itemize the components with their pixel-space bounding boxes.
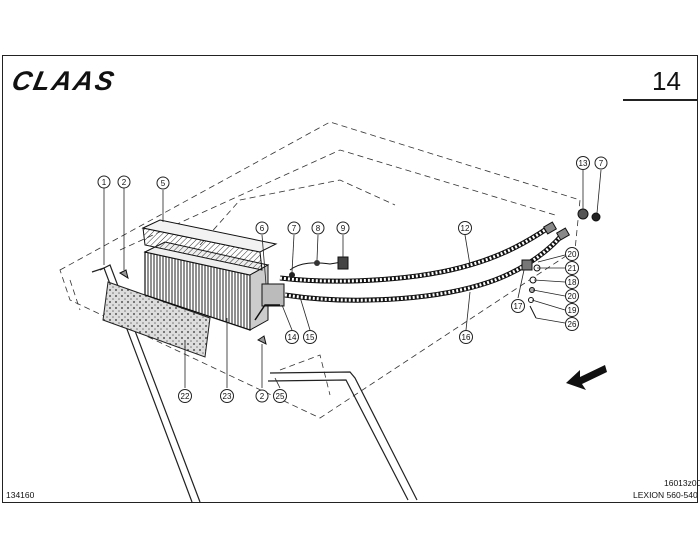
switch-cable bbox=[289, 261, 343, 271]
svg-text:13: 13 bbox=[579, 159, 588, 168]
callout-2a: 2 bbox=[117, 175, 131, 189]
svg-text:19: 19 bbox=[568, 306, 577, 315]
direction-arrow bbox=[566, 365, 607, 390]
svg-text:26: 26 bbox=[568, 320, 577, 329]
callout-17: 17 bbox=[511, 299, 525, 313]
hoses bbox=[279, 225, 564, 303]
callout-9: 9 bbox=[336, 221, 350, 235]
callout-14: 14 bbox=[285, 330, 299, 344]
svg-text:21: 21 bbox=[568, 264, 577, 273]
svg-text:15: 15 bbox=[306, 333, 315, 342]
svg-text:14: 14 bbox=[288, 333, 297, 342]
svg-text:12: 12 bbox=[461, 224, 470, 233]
svg-text:9: 9 bbox=[341, 224, 346, 233]
callout-16: 16 bbox=[459, 330, 473, 344]
reference-number: 134160 bbox=[6, 490, 35, 500]
hose-fitting-lower bbox=[555, 227, 571, 241]
callout-13: 13 bbox=[576, 156, 590, 170]
clamp bbox=[257, 335, 267, 345]
svg-text:16: 16 bbox=[462, 333, 471, 342]
callout-12: 12 bbox=[458, 221, 472, 235]
leader-lines bbox=[103, 169, 602, 389]
o-ring-small bbox=[289, 272, 295, 278]
page-number: 14 bbox=[652, 66, 681, 96]
drawing-frame bbox=[2, 55, 698, 503]
callout-20a: 20 bbox=[565, 247, 579, 261]
svg-text:7: 7 bbox=[599, 159, 604, 168]
drawing-number: 16013z00 bbox=[664, 478, 700, 488]
hose-fitting-upper bbox=[542, 221, 558, 235]
callout-22: 22 bbox=[178, 389, 192, 403]
callout-25: 25 bbox=[273, 389, 287, 403]
thermostat-switch bbox=[337, 256, 349, 270]
svg-text:2: 2 bbox=[260, 392, 265, 401]
svg-text:20: 20 bbox=[568, 292, 577, 301]
valve-parts bbox=[521, 259, 541, 319]
svg-text:5: 5 bbox=[161, 179, 166, 188]
svg-text:1: 1 bbox=[102, 178, 107, 187]
callout-6: 6 bbox=[255, 221, 269, 235]
svg-text:20: 20 bbox=[568, 250, 577, 259]
callout-8: 8 bbox=[311, 221, 325, 235]
expansion-valve bbox=[261, 283, 285, 307]
roof-outline bbox=[59, 121, 581, 419]
callout-5: 5 bbox=[156, 176, 170, 190]
svg-text:25: 25 bbox=[276, 392, 285, 401]
support-tubes bbox=[91, 264, 418, 503]
callout-26: 26 bbox=[565, 317, 579, 331]
callout-2b: 2 bbox=[255, 389, 269, 403]
callout-7b: 7 bbox=[594, 156, 608, 170]
insulation-block bbox=[141, 219, 278, 271]
svg-text:22: 22 bbox=[181, 392, 190, 401]
header-divider bbox=[623, 99, 698, 101]
svg-text:6: 6 bbox=[260, 224, 265, 233]
model-label: LEXION 560-540 bbox=[633, 490, 698, 500]
callout-19: 19 bbox=[565, 303, 579, 317]
filter-mat bbox=[102, 281, 211, 358]
callout-18: 18 bbox=[565, 275, 579, 289]
svg-text:23: 23 bbox=[223, 392, 232, 401]
svg-text:8: 8 bbox=[316, 224, 321, 233]
callout-21: 21 bbox=[565, 261, 579, 275]
grommet bbox=[577, 208, 589, 220]
callout-1: 1 bbox=[97, 175, 111, 189]
svg-text:18: 18 bbox=[568, 278, 577, 287]
svg-text:7: 7 bbox=[292, 224, 297, 233]
sealing-plug bbox=[591, 212, 601, 222]
evaporator bbox=[143, 241, 270, 331]
clamp-upper bbox=[118, 269, 129, 280]
valve-pipe bbox=[254, 304, 280, 321]
svg-text:17: 17 bbox=[514, 302, 523, 311]
svg-text:2: 2 bbox=[122, 178, 127, 187]
callout-23: 23 bbox=[220, 389, 234, 403]
callout-15: 15 bbox=[303, 330, 317, 344]
callout-7a: 7 bbox=[287, 221, 301, 235]
callout-20b: 20 bbox=[565, 289, 579, 303]
cable-clip bbox=[314, 260, 320, 266]
